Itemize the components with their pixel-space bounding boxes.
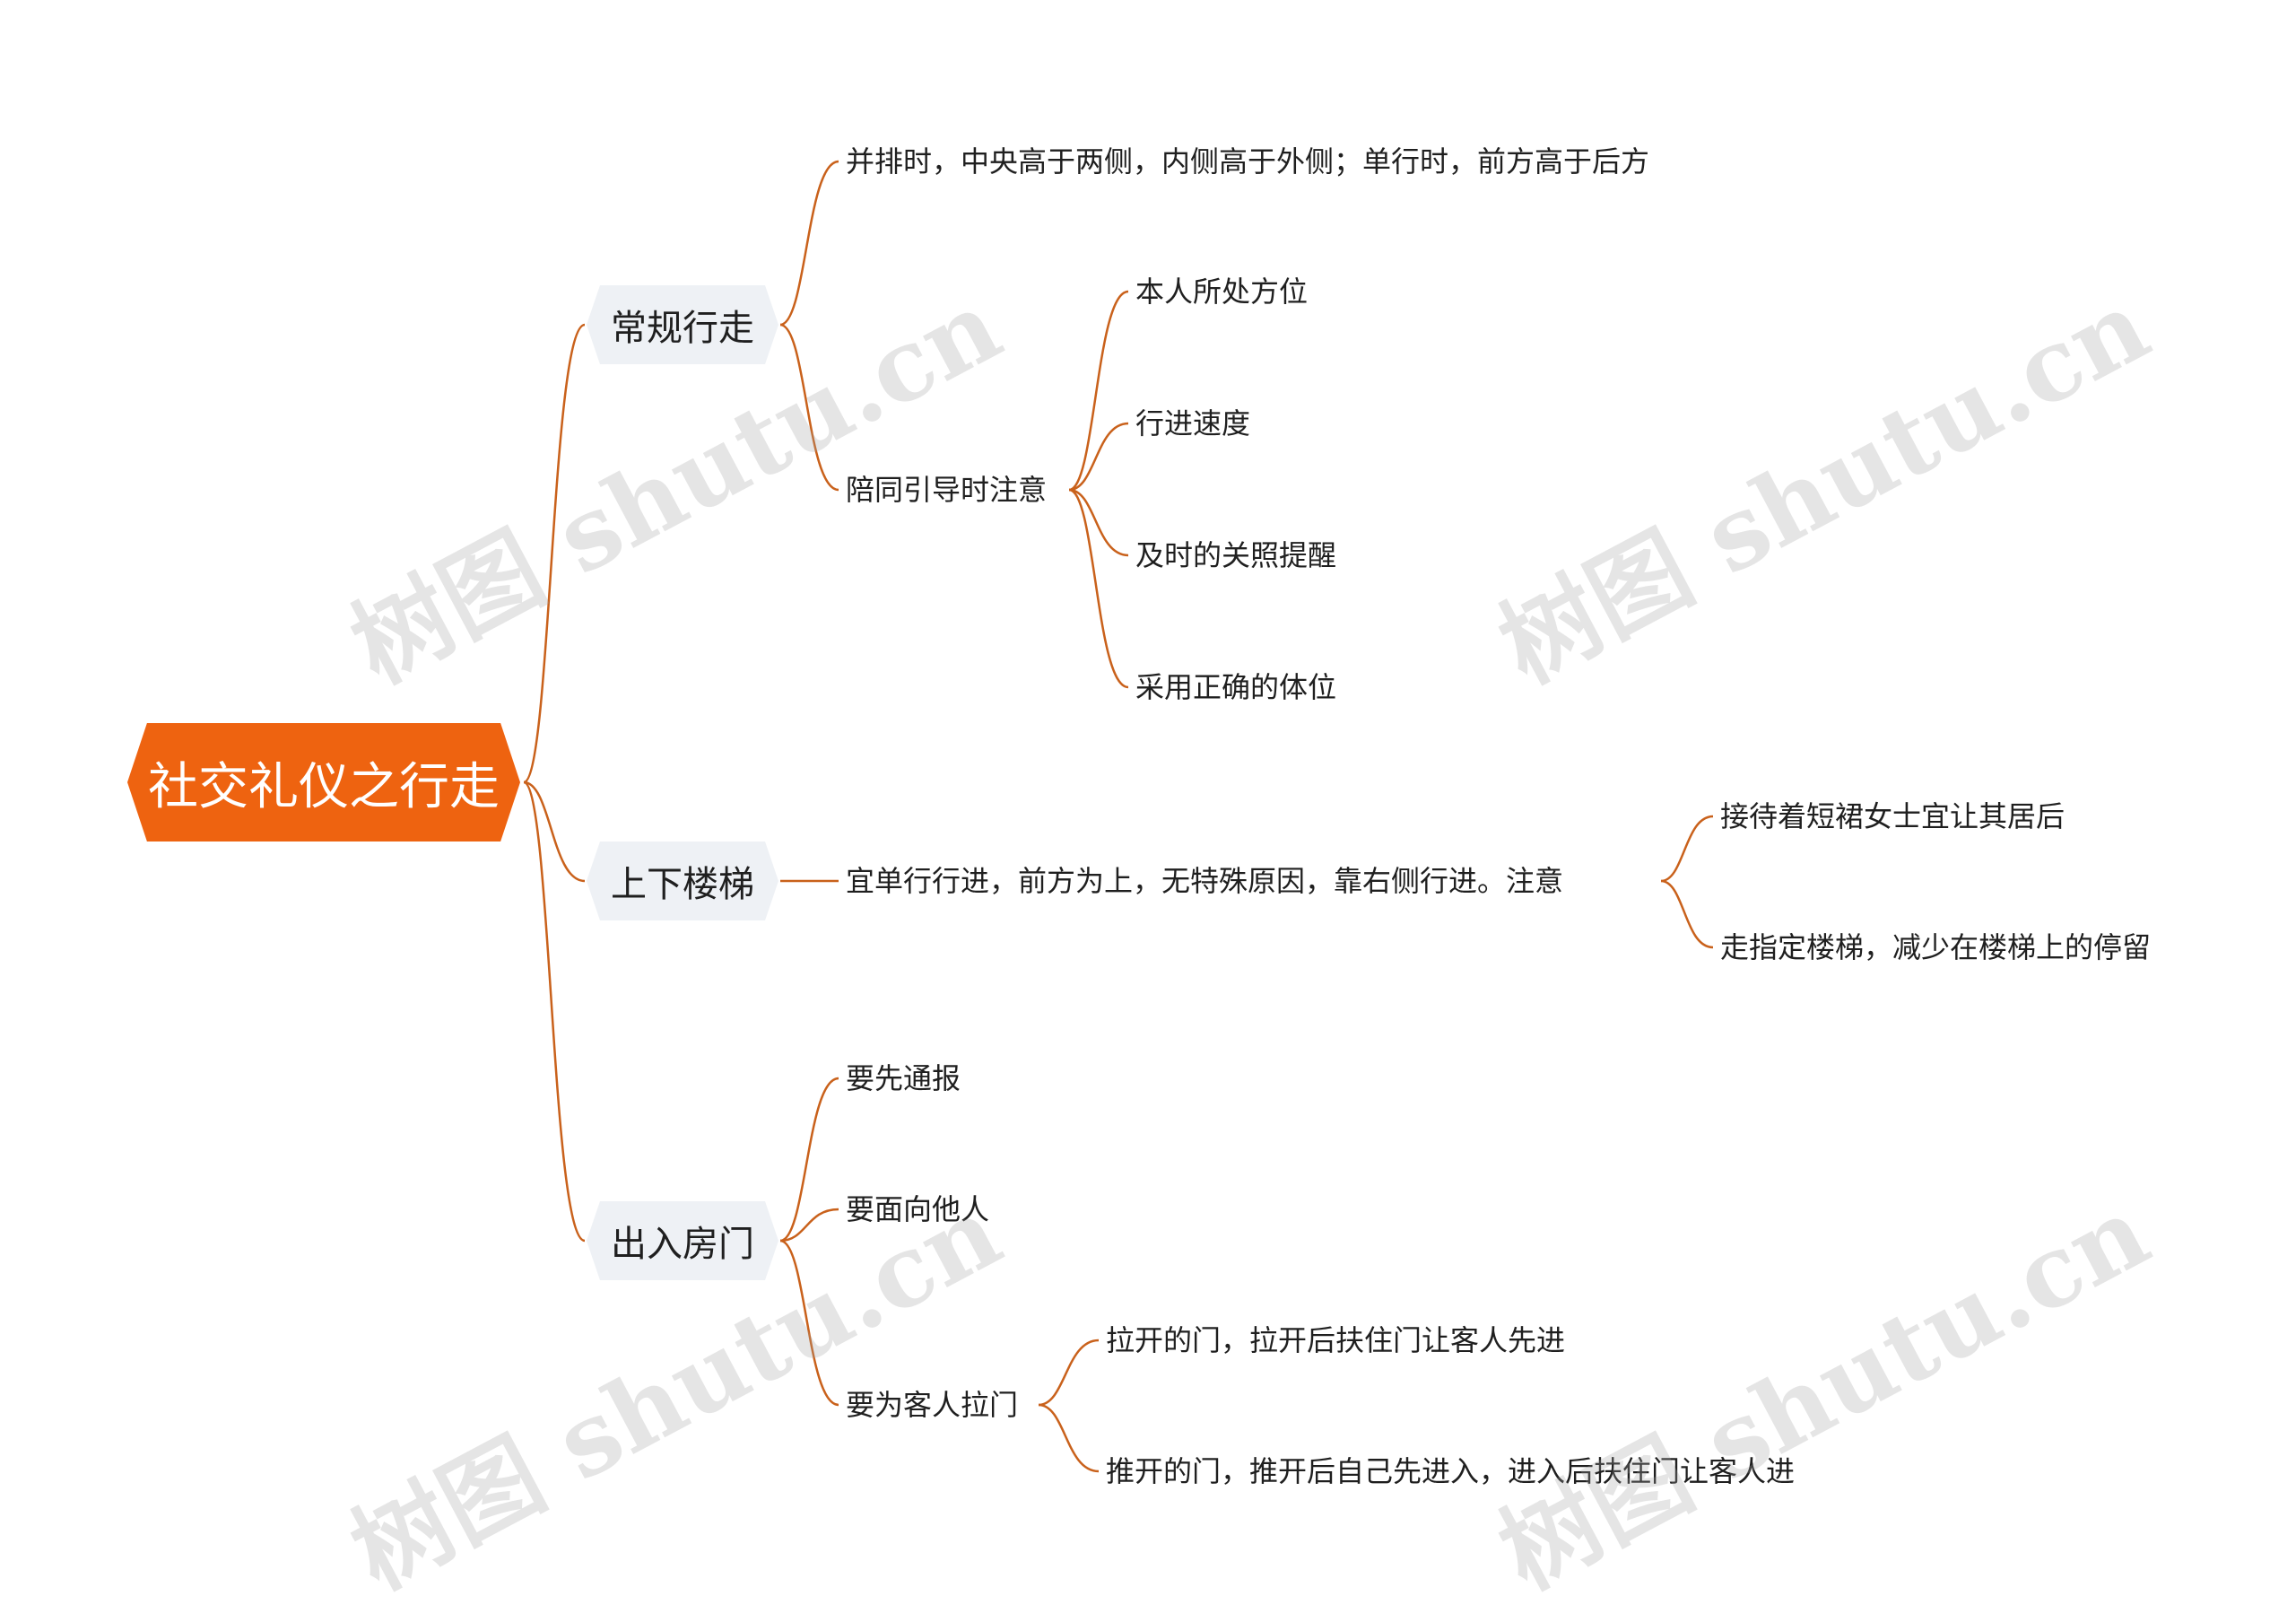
leaf-correct-posture[interactable]: 采用正确的体位 [1135, 667, 1336, 707]
branch-regular-walking[interactable]: 常规行走 [587, 285, 778, 364]
connector-stairs-sub [1660, 879, 1714, 949]
leaf-face-others[interactable]: 要面向他人 [846, 1190, 989, 1229]
connector-regular-escort [779, 323, 839, 492]
connector-escort-leaf [1068, 422, 1129, 492]
branch-stairs[interactable]: 上下楼梯 [587, 842, 778, 920]
branch-label: 常规行走 [611, 308, 754, 349]
connector-doors-leaf [779, 1208, 839, 1243]
leaf-announce-first[interactable]: 要先通报 [846, 1059, 961, 1098]
connector-root-doors [523, 780, 586, 1243]
leaf-single-file-rule[interactable]: 宜单行行进，前方为上，无特殊原因，靠右侧行进。注意 [846, 861, 1563, 901]
leaf-label: 采用正确的体位 [1135, 670, 1337, 704]
leaf-label: 要先通报 [846, 1061, 961, 1095]
connector-root-regular [523, 323, 586, 784]
leaf-escort-guide[interactable]: 陪同引导时注意 [846, 470, 1047, 510]
connector-doors-leaf [779, 1077, 839, 1243]
connector-stairs-sub [1660, 815, 1714, 883]
leaf-label: 陪同引导时注意 [846, 473, 1048, 507]
connector-escort-leaf [1068, 488, 1129, 557]
root-label: 社交礼仪之行走 [148, 757, 500, 816]
connector-escort-leaf [1068, 290, 1129, 492]
leaf-walking-speed[interactable]: 行进速度 [1135, 404, 1250, 443]
leaf-label: 接待着短裙女士宜让其居后 [1720, 799, 2066, 833]
branch-doors[interactable]: 出入房门 [587, 1201, 778, 1280]
leaf-label: 要面向他人 [846, 1192, 990, 1226]
connector-escort-leaf [1068, 488, 1129, 689]
connector-root-stairs [523, 780, 586, 883]
leaf-short-skirt[interactable]: 接待着短裙女士宜让其居后 [1720, 797, 2065, 836]
leaf-label: 行进速度 [1135, 406, 1251, 440]
leaf-label: 要为客人拉门 [846, 1388, 1019, 1422]
connector-door-sub [1038, 1339, 1100, 1407]
connector-regular-leaf [779, 160, 839, 327]
leaf-own-position[interactable]: 本人所处方位 [1135, 272, 1308, 311]
leaf-label: 并排时，中央高于两侧，内侧高于外侧；单行时，前方高于后方 [846, 144, 1650, 179]
leaf-label: 宜单行行进，前方为上，无特殊原因，靠右侧行进。注意 [846, 864, 1564, 898]
leaf-designated-stairs[interactable]: 走指定楼梯，减少在楼梯上的停留 [1720, 928, 2151, 967]
branch-label: 上下楼梯 [611, 864, 754, 905]
leaf-label: 推开的门，推开后自己先进入，进入后扶住门让客人进 [1106, 1454, 1796, 1488]
leaf-push-door[interactable]: 推开的门，推开后自己先进入，进入后扶住门让客人进 [1106, 1452, 1795, 1491]
connector-doors-leaf [779, 1239, 839, 1407]
branch-label: 出入房门 [611, 1224, 754, 1265]
root-node[interactable]: 社交礼仪之行走 [127, 723, 520, 842]
leaf-side-by-side-rule[interactable]: 并排时，中央高于两侧，内侧高于外侧；单行时，前方高于后方 [846, 142, 1649, 181]
leaf-label: 本人所处方位 [1135, 275, 1309, 309]
connector-door-sub [1038, 1403, 1100, 1473]
leaf-open-door-for-guest[interactable]: 要为客人拉门 [846, 1385, 1018, 1425]
leaf-label: 走指定楼梯，减少在楼梯上的停留 [1720, 930, 2152, 964]
leaf-label: 及时的关照提醒 [1135, 538, 1337, 572]
leaf-label: 拉开的门，拉开后扶住门让客人先进 [1106, 1323, 1566, 1357]
leaf-pull-door[interactable]: 拉开的门，拉开后扶住门让客人先进 [1106, 1321, 1565, 1360]
leaf-timely-reminder[interactable]: 及时的关照提醒 [1135, 536, 1336, 575]
